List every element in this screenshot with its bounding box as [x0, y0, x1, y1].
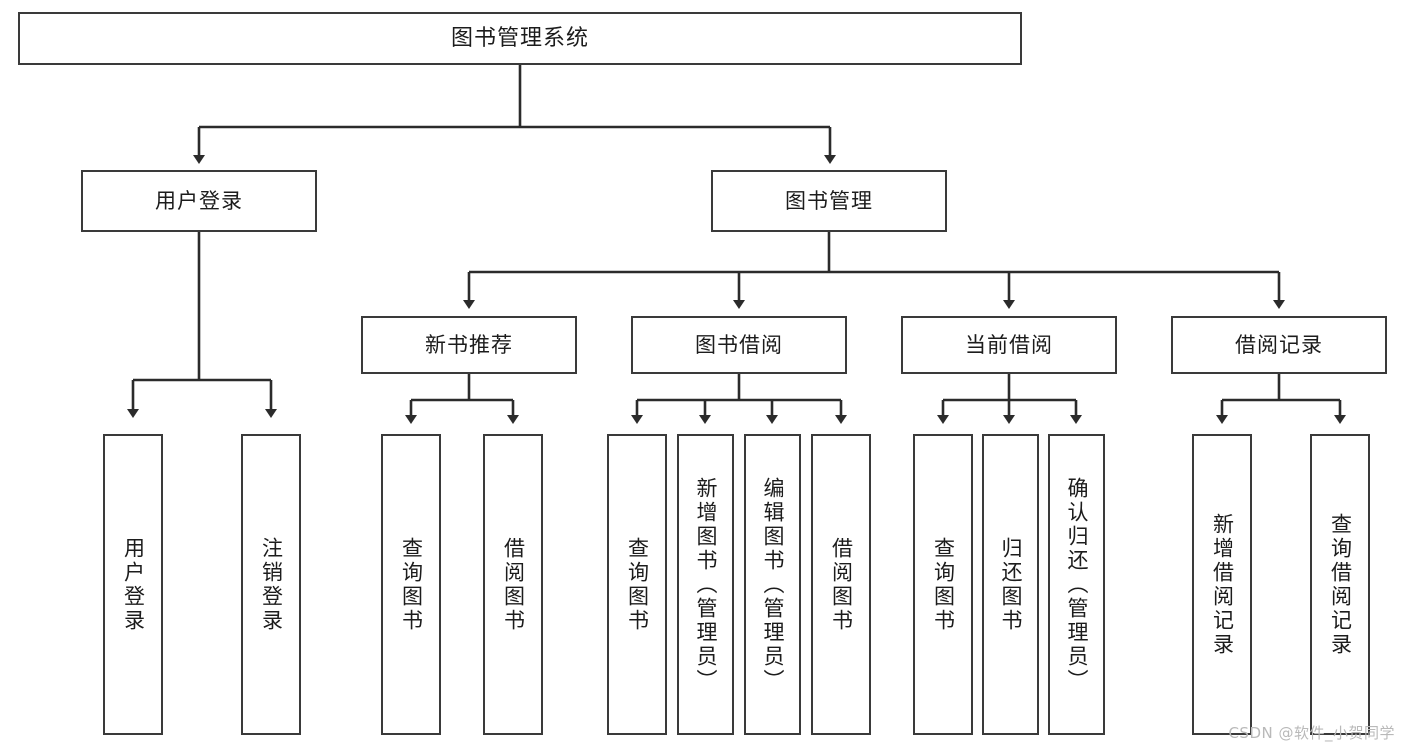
- node-new-book-recommend-label: 新书推荐: [425, 332, 513, 357]
- leaf-logout-login-label: 注销登录: [259, 536, 284, 633]
- leaf-borrow-book-1-label: 借阅图书: [501, 536, 526, 633]
- node-book-manage[interactable]: 图书管理: [711, 170, 947, 232]
- leaf-user-login-label: 用户登录: [121, 536, 146, 633]
- node-borrow-record[interactable]: 借阅记录: [1171, 316, 1387, 374]
- node-current-borrow[interactable]: 当前借阅: [901, 316, 1117, 374]
- node-borrow-record-label: 借阅记录: [1235, 332, 1323, 357]
- node-book-borrow[interactable]: 图书借阅: [631, 316, 847, 374]
- leaf-borrow-book-2-label: 借阅图书: [829, 536, 854, 633]
- leaf-query-book-1-label: 查询图书: [399, 536, 424, 633]
- leaf-confirm-return[interactable]: 确认归还（管理员）: [1048, 434, 1105, 735]
- node-book-manage-label: 图书管理: [785, 188, 873, 213]
- leaf-query-book-1[interactable]: 查询图书: [381, 434, 441, 735]
- node-root-label: 图书管理系统: [450, 25, 589, 51]
- node-new-book-recommend[interactable]: 新书推荐: [361, 316, 577, 374]
- leaf-logout-login[interactable]: 注销登录: [241, 434, 301, 735]
- leaf-query-record[interactable]: 查询借阅记录: [1310, 434, 1370, 735]
- csdn-watermark: CSDN @软件_小贺同学: [1228, 724, 1395, 742]
- leaf-borrow-book-1[interactable]: 借阅图书: [483, 434, 543, 735]
- leaf-query-book-3-label: 查询图书: [931, 536, 956, 633]
- leaf-query-book-2[interactable]: 查询图书: [607, 434, 667, 735]
- leaf-return-book-label: 归还图书: [999, 536, 1024, 633]
- node-book-borrow-label: 图书借阅: [695, 332, 783, 357]
- leaf-add-book[interactable]: 新增图书（管理员）: [677, 434, 734, 735]
- leaf-edit-book-label: 编辑图书（管理员）: [761, 476, 786, 693]
- node-current-borrow-label: 当前借阅: [965, 332, 1053, 357]
- leaf-query-book-2-label: 查询图书: [625, 536, 650, 633]
- leaf-borrow-book-2[interactable]: 借阅图书: [811, 434, 871, 735]
- leaf-return-book[interactable]: 归还图书: [982, 434, 1039, 735]
- node-root[interactable]: 图书管理系统: [18, 12, 1022, 65]
- node-user-login[interactable]: 用户登录: [81, 170, 317, 232]
- leaf-add-book-label: 新增图书（管理员）: [694, 476, 719, 693]
- leaf-confirm-return-label: 确认归还（管理员）: [1065, 476, 1090, 693]
- node-user-login-label: 用户登录: [155, 188, 243, 213]
- leaf-add-record-label: 新增借阅记录: [1210, 512, 1235, 657]
- leaf-user-login[interactable]: 用户登录: [103, 434, 163, 735]
- leaf-query-book-3[interactable]: 查询图书: [913, 434, 973, 735]
- leaf-query-record-label: 查询借阅记录: [1328, 512, 1353, 657]
- leaf-add-record[interactable]: 新增借阅记录: [1192, 434, 1252, 735]
- leaf-edit-book[interactable]: 编辑图书（管理员）: [744, 434, 801, 735]
